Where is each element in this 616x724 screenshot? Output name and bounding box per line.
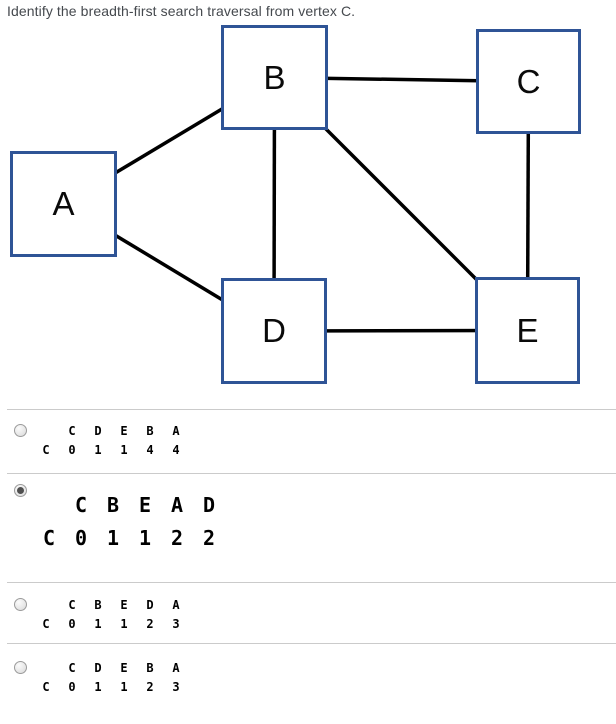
node-label-D: D [262,312,286,349]
node-label-E: E [516,311,539,349]
traversal-values-row: C 0 1 1 4 4 [33,441,189,460]
cell-values-2: 1 [94,443,102,457]
cell-header-3: E [138,493,152,517]
cell-header-2: B [94,598,102,612]
cell-values-3: 1 [120,617,128,631]
cell-values-0: C [42,526,56,550]
cell-header-5: A [172,661,180,675]
cell-values-4: 2 [146,617,154,631]
cell-header-0 [33,489,65,522]
cell-header-5: A [172,424,180,438]
option-divider [7,473,616,474]
radio-button[interactable] [14,661,27,674]
cell-values-2: 1 [94,617,102,631]
option-divider [7,643,616,644]
cell-header-4: B [146,424,154,438]
cell-values-1: 0 [68,680,76,694]
cell-header-0 [33,659,59,678]
cell-values-5: 4 [172,443,180,457]
graph-node-C: C [476,29,581,134]
graph-node-E: E [475,277,580,384]
cell-header-4: A [170,493,184,517]
graph-node-A: A [10,151,117,257]
cell-header-0 [33,422,59,441]
cell-values-0: C [42,617,50,631]
cell-values-0: C [42,443,50,457]
option-divider [7,409,616,410]
graph-node-D: D [221,278,327,384]
radio-button[interactable] [14,424,27,437]
cell-header-3: E [120,661,128,675]
cell-header-2: D [94,661,102,675]
cell-header-4: B [146,661,154,675]
cell-values-1: 0 [68,617,76,631]
cell-header-1: C [74,493,88,517]
traversal-table: C B E D A C 0 1 1 2 3 [33,596,189,634]
cell-values-2: 1 [106,526,120,550]
cell-values-0: C [42,680,50,694]
cell-header-4: D [146,598,154,612]
cell-values-1: 0 [74,526,88,550]
cell-values-5: 3 [172,617,180,631]
cell-header-3: E [120,598,128,612]
cell-values-3: 1 [120,680,128,694]
radio-button-selected[interactable] [14,484,27,497]
answer-option-1[interactable]: C D E B A C 0 1 1 4 4 [0,410,616,473]
cell-values-5: 2 [202,526,216,550]
traversal-table: C D E B A C 0 1 1 4 4 [33,422,189,460]
traversal-values-row: C 0 1 1 2 3 [33,678,189,697]
radio-button[interactable] [14,598,27,611]
cell-values-3: 1 [138,526,152,550]
node-label-A: A [52,185,75,222]
cell-values-3: 1 [120,443,128,457]
cell-values-4: 4 [146,443,154,457]
cell-header-1: C [68,661,76,675]
cell-header-2: D [94,424,102,438]
cell-header-5: D [202,493,216,517]
node-label-B: B [263,58,286,96]
cell-header-1: C [68,424,76,438]
cell-header-1: C [68,598,76,612]
cell-header-2: B [106,493,120,517]
option-divider [7,582,616,583]
cell-header-3: E [120,424,128,438]
cell-values-1: 0 [68,443,76,457]
traversal-table: C D E B A C 0 1 1 2 3 [33,659,189,697]
cell-header-5: A [172,598,180,612]
question-title: Identify the breadth-first search traver… [7,3,356,19]
traversal-values-row: C 0 1 1 2 3 [33,615,189,634]
cell-values-2: 1 [94,680,102,694]
cell-values-4: 2 [170,526,184,550]
node-label-C: C [516,62,541,100]
answer-option-3[interactable]: C B E D A C 0 1 1 2 3 [0,583,616,643]
cell-header-0 [33,596,59,615]
answer-option-4[interactable]: C D E B A C 0 1 1 2 3 [0,644,616,711]
cell-values-5: 3 [172,680,180,694]
graph-node-B: B [221,25,328,130]
cell-values-4: 2 [146,680,154,694]
